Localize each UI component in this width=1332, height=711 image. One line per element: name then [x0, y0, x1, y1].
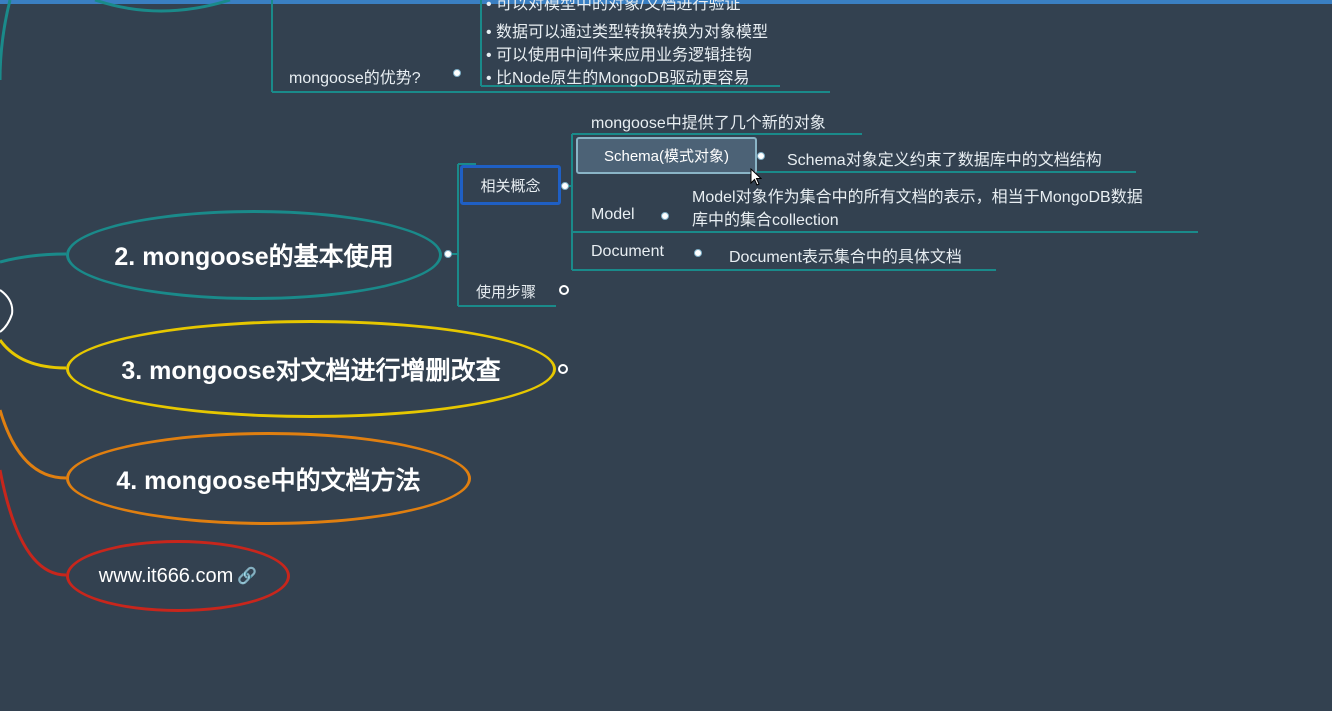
model-connector-dot [661, 212, 669, 220]
topic-node-doc-methods-label: 4. mongoose中的文档方法 [116, 466, 421, 495]
schema-desc-node[interactable]: Schema对象定义约束了数据库中的文档结构 [787, 152, 1102, 169]
document-node[interactable]: Document [591, 243, 664, 260]
window-top-bar [0, 0, 1332, 4]
advantage-bullet-1: • 可以对模型中的对象/文档进行验证 [486, 0, 741, 13]
advantage-bullet-3: • 可以使用中间件来应用业务逻辑挂钩 [486, 47, 753, 64]
concepts-connector-dot [561, 182, 569, 190]
document-connector-dot [694, 249, 702, 257]
schema-node[interactable]: Schema(模式对象) [576, 137, 757, 174]
concepts-node[interactable]: 相关概念 [460, 165, 561, 205]
advantage-bullet-4: • 比Node原生的MongoDB驱动更容易 [486, 70, 750, 87]
link-icon[interactable]: 🔗 [237, 568, 258, 585]
topic-node-crud-label: 3. mongoose对文档进行增删改查 [121, 357, 501, 385]
schema-connector-dot [757, 152, 765, 160]
advantage-connector-dot [453, 69, 461, 77]
link-node[interactable]: www.it666.com 🔗 [66, 540, 290, 612]
steps-node[interactable]: 使用步骤 [476, 284, 537, 301]
mouse-cursor-icon [750, 168, 762, 186]
schema-node-label: Schema(模式对象) [603, 148, 730, 165]
model-desc-line-1[interactable]: Model对象作为集合中的所有文档的表示，相当于MongoDB数据 [692, 189, 1143, 206]
topic-node-basic-usage[interactable]: 2. mongoose的基本使用 [66, 210, 442, 300]
advantage-bullet-2: • 数据可以通过类型转换转换为对象模型 [486, 24, 769, 41]
document-desc-node[interactable]: Document表示集合中的具体文档 [729, 249, 962, 266]
model-node[interactable]: Model [591, 206, 635, 223]
topic-node-crud[interactable]: 3. mongoose对文档进行增删改查 [66, 320, 556, 418]
link-node-label: www.it666.com [98, 564, 234, 587]
crud-expand-dot[interactable] [558, 364, 568, 374]
basic-usage-connector-dot [444, 250, 452, 258]
new-objects-node[interactable]: mongoose中提供了几个新的对象 [591, 115, 826, 132]
steps-expand-dot[interactable] [559, 285, 569, 295]
model-desc-line-2[interactable]: 库中的集合collection [692, 212, 839, 229]
advantage-label[interactable]: mongoose的优势? [289, 70, 421, 87]
topic-node-doc-methods[interactable]: 4. mongoose中的文档方法 [66, 432, 471, 525]
concepts-node-label: 相关概念 [480, 177, 541, 195]
topic-node-basic-usage-label: 2. mongoose的基本使用 [114, 243, 394, 271]
